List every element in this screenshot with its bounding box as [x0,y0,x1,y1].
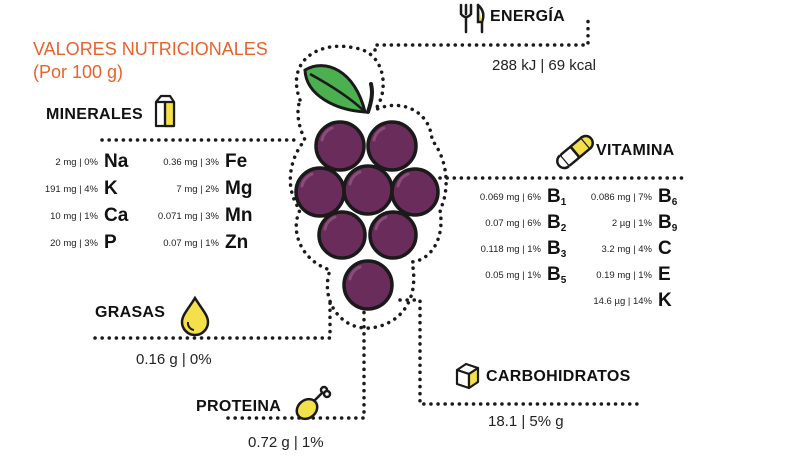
nutrient-symbol: Mn [225,205,252,227]
nutrient-amount: 0.071 mg | 3% [157,211,219,222]
nutrient-amount: 2 µg | 1% [611,218,652,229]
nutrient-subscript: 1 [560,197,567,208]
nutrient-symbol-text: B [658,186,672,207]
nutrient-symbol: Ca [104,205,128,227]
nutrient-amount: 3.2 mg | 4% [601,244,652,255]
nutrient-symbol: B3 [547,238,566,260]
nutrient-symbol-text: B [658,212,672,233]
nutrient-amount: 0.07 mg | 6% [485,218,541,229]
proteina-label: PROTEINA [196,398,282,415]
nutrient-subscript: 5 [560,275,567,286]
vitamina-label: VITAMINA [596,142,675,159]
nutrient-symbol: C [658,238,672,260]
grape-berries [294,120,440,311]
nutrient-symbol-text: C [658,238,672,259]
crystal-icon [154,94,176,128]
nutrient-amount: 0.118 mg | 1% [480,244,541,255]
sugar-cube-icon [455,362,480,390]
carbohidratos-value: 18.1 | 5% g [488,413,564,430]
nutrient-amount: 0.05 mg | 1% [485,270,541,281]
nutrient-symbol-text: B [547,186,561,207]
minerales-label: MINERALES [46,106,143,123]
nutrient-amount: 14.6 µg | 14% [593,296,652,307]
nutrient-symbol-text: Ca [104,205,129,226]
leaf-icon [303,64,367,114]
grasas-label: GRASAS [95,304,166,321]
nutrient-amount: 10 mg | 1% [50,211,98,222]
nutrient-amount: 7 mg | 2% [176,184,219,195]
nutrient-amount: 0.069 mg | 6% [479,192,541,203]
energia-label: ENERGÍA [490,8,565,25]
nutrient-symbol-text: Na [104,151,129,172]
nutrient-symbol-text: P [104,232,117,253]
nutrient-symbol: B1 [547,186,566,208]
nutrient-symbol: Mg [225,178,252,200]
nutrient-symbol-text: Mg [225,178,253,199]
nutrient-symbol-text: B [547,264,561,285]
nutrient-symbol-text: Zn [225,232,249,253]
capsule-icon [556,134,594,170]
grasas-value: 0.16 g | 0% [136,351,212,368]
nutrient-symbol-text: K [104,178,118,199]
nutrient-symbol: P [104,232,117,254]
drop-icon [180,295,210,337]
nutrient-subscript: 2 [560,223,567,234]
nutrient-symbol: B2 [547,212,566,234]
nutrient-subscript: 3 [560,249,567,260]
carbohidratos-label: CARBOHIDRATOS [486,368,631,385]
nutrient-symbol: B6 [658,186,677,208]
nutrient-amount: 0.07 mg | 1% [163,238,219,249]
nutrient-symbol-text: B [547,212,561,233]
nutrient-subscript: 6 [671,197,678,208]
nutrient-symbol: Na [104,151,128,173]
connector-lines [93,18,687,420]
nutrient-amount: 2 mg | 0% [55,157,98,168]
energia-value: 288 kJ | 69 kcal [492,57,596,74]
page-title: VALORES NUTRICIONALES [33,39,268,59]
drumstick-icon [295,385,332,421]
nutrient-symbol: Fe [225,151,247,173]
nutrient-symbol: K [658,290,672,312]
nutrient-symbol: E [658,264,671,286]
grape-stem [366,82,374,114]
nutrient-amount: 0.19 mg | 1% [596,270,652,281]
nutrient-symbol-text: Fe [225,151,248,172]
fork-knife-icon [459,3,485,34]
nutrient-symbol: K [104,178,118,200]
nutrient-symbol-text: Mn [225,205,253,226]
proteina-value: 0.72 g | 1% [248,434,324,451]
nutrient-amount: 20 mg | 3% [50,238,98,249]
nutrient-symbol: Zn [225,232,248,254]
nutrient-symbol-text: E [658,264,671,285]
grape-highlights [300,126,410,281]
nutrient-symbol: B5 [547,264,566,286]
nutrient-amount: 0.36 mg | 3% [163,157,219,168]
nutrient-amount: 0.086 mg | 7% [590,192,652,203]
nutrient-amount: 191 mg | 4% [44,184,98,195]
nutrient-symbol: B9 [658,212,677,234]
page-subtitle: (Por 100 g) [33,62,124,82]
nutrient-symbol-text: B [547,238,561,259]
nutrient-subscript: 9 [671,223,678,234]
nutrient-symbol-text: K [658,290,672,311]
dotted-cluster-outline [288,44,448,330]
